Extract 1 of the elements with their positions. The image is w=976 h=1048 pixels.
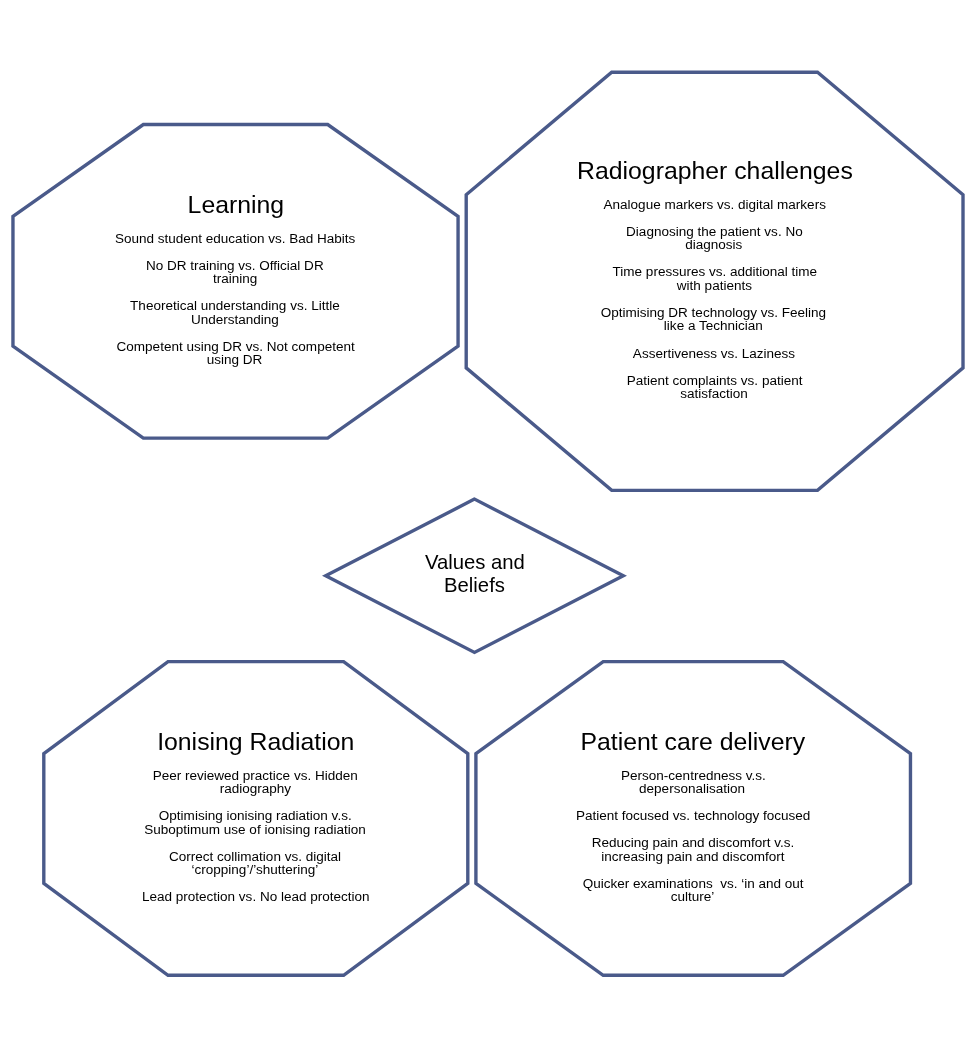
node-diamond: Values and Beliefs <box>322 497 627 655</box>
